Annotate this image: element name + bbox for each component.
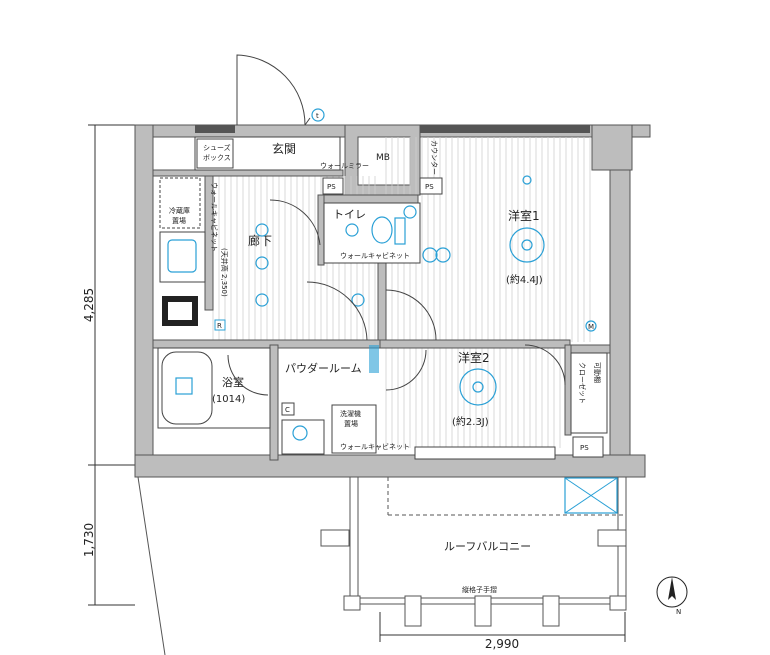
western-2-label: 洋室2 [458, 350, 490, 365]
powder-room-label: パウダールーム [285, 361, 362, 375]
toilet-label: トイレ [333, 208, 366, 221]
t-mark [311, 108, 325, 122]
railing-label: 縦格子手摺 [462, 585, 497, 594]
entrance-door [236, 54, 311, 126]
entrance-label: 玄関 [272, 141, 296, 156]
r-mark [214, 319, 226, 331]
height-balcony-label: 1,730 [82, 523, 96, 557]
laundry-label-1: 洗濯機 [340, 409, 361, 418]
fridge-label-2: 置場 [172, 216, 186, 225]
shoes-box-label-2: ボックス [203, 154, 231, 162]
m-mark [585, 320, 597, 332]
c-mark [281, 402, 295, 416]
closet-label: クローゼット [578, 362, 587, 404]
powder-cabinet [369, 345, 379, 373]
height-main-label: 4,285 [82, 288, 96, 322]
ps-box-3 [572, 436, 604, 458]
bath-label: 浴室 [222, 375, 244, 389]
shoes-box [196, 138, 234, 169]
counter-label: カウンター [430, 140, 439, 175]
ps-label-1: PS [327, 183, 336, 191]
ps-label-3: PS [580, 444, 589, 452]
dimension-lines [88, 124, 626, 642]
basin-icon [292, 425, 308, 441]
fridge-space [159, 177, 201, 229]
washbasin [281, 419, 325, 455]
tv-outlet-icon [435, 247, 451, 263]
ceiling-light-2 [459, 368, 497, 406]
t-mark-label: t [316, 112, 319, 120]
toilet-fixture [345, 205, 417, 245]
hallway-label: 廊下 [248, 233, 272, 248]
mb-label: MB [376, 153, 390, 163]
ceiling-light-1 [509, 227, 545, 263]
ps-box-1 [322, 177, 344, 195]
laundry-label-2: 置場 [344, 419, 358, 428]
western-1-size: (約4.4J) [506, 273, 543, 286]
outlet-icon [422, 247, 438, 263]
m-mark-label: M [588, 323, 594, 331]
wall-mirror-label: ウォールミラー [320, 162, 369, 170]
powder-cabinet-label: ウォールキャビネット [340, 442, 410, 451]
bath-room [157, 347, 271, 429]
closet [570, 352, 608, 434]
balcony-window [414, 446, 556, 460]
toilet-cabinet-label: ウォールキャビネット [340, 251, 410, 260]
ps-label-2: PS [425, 183, 434, 191]
north-label: N [676, 608, 681, 616]
sink-icon [167, 239, 197, 273]
western-2-size: (約2.3J) [452, 415, 489, 428]
ceiling-height-label: (天井高 2,350) [220, 248, 229, 297]
bath-size: (1014) [212, 394, 245, 405]
outlet-icon [522, 175, 532, 185]
laundry-space [331, 404, 377, 454]
hallway-lights [255, 223, 365, 307]
western-1-label: 洋室1 [508, 208, 540, 223]
interior-doors [227, 199, 566, 396]
outer-walls [134, 124, 651, 478]
width-balcony-label: 2,990 [485, 637, 519, 651]
movable-shelf-label: 可動棚 [593, 362, 602, 383]
roof-balcony-label: ルーフバルコニー [444, 540, 531, 553]
hall-cabinet-label: ウォールキャビネット [210, 182, 219, 252]
bathtub [161, 351, 213, 425]
c-mark-label: C [285, 406, 290, 414]
roof-balcony [137, 476, 627, 655]
ps-box-2 [419, 177, 443, 195]
north-arrow-icon [656, 576, 688, 608]
shoes-box-label-1: シューズ [203, 143, 231, 152]
fridge-label-1: 冷蔵庫 [169, 206, 190, 215]
r-mark-label: R [217, 322, 222, 330]
